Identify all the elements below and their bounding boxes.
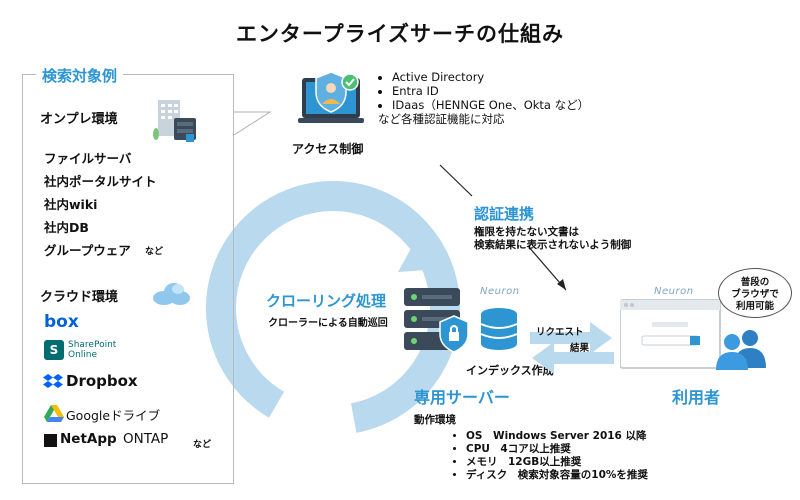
cloud-icon: [153, 283, 190, 305]
request-label: リクエスト: [536, 327, 584, 338]
req-cpu: CPU 4コア以上推奨: [466, 443, 648, 456]
auth-heading: 認証連携: [474, 205, 535, 223]
sharepoint-icon: S: [44, 340, 64, 360]
user-neuron-logo: Neuron: [654, 286, 694, 297]
crawl-description: クローラーによる自動巡回: [268, 318, 388, 329]
ontap-logo: ONTAP: [123, 431, 169, 447]
req-os: OS Windows Server 2016 以降: [466, 430, 648, 443]
access-methods: Active Directory Entra ID IDaas（HENNGE O…: [378, 70, 589, 126]
target-wiki: 社内wiki: [44, 197, 98, 212]
bubble-line-2: ブラウザで: [731, 289, 779, 300]
sharepoint-line-1: SharePoint: [68, 340, 117, 350]
system-requirements: 動作環境 OS Windows Server 2016 以降 CPU 4コア以上…: [414, 414, 648, 482]
users-icon: [716, 330, 766, 370]
browser-window-icon: [620, 299, 721, 369]
onprem-label: オンプレ環境: [40, 112, 118, 127]
auth-description: 権限を持たない文書は 検索結果に表示されないよう制御: [474, 226, 631, 252]
database-icon: [480, 308, 518, 350]
search-targets-panel: [22, 74, 234, 484]
access-control-label: アクセス制御: [292, 142, 364, 156]
box-logo: box: [44, 312, 79, 332]
target-db: 社内DB: [44, 220, 89, 235]
search-targets-heading: 検索対象例: [36, 65, 124, 86]
auth-desc-line-1: 権限を持たない文書は: [474, 226, 579, 238]
index-label: インデックス作成: [466, 364, 554, 377]
server-heading: 専用サーバー: [414, 388, 510, 407]
req-disk: ディスク 検索対象容量の10%を推奨: [466, 469, 648, 482]
netapp-icon: [44, 434, 57, 447]
bubble-line-1: 普段の: [740, 277, 770, 288]
user-heading: 利用者: [672, 388, 721, 407]
google-drive-logo: Googleドライブ: [66, 408, 161, 423]
building-server-icon: [153, 100, 196, 142]
server-rack-icon: [404, 288, 469, 353]
target-groupware: グループウェア: [44, 243, 131, 258]
cloud-etc: など: [193, 440, 212, 450]
sharepoint-line-2: Online: [68, 350, 98, 360]
auth-desc-line-2: 検索結果に表示されないよう制御: [474, 239, 632, 251]
cloud-label: クラウド環境: [40, 290, 119, 305]
netapp-logo: NetApp: [60, 431, 117, 447]
access-item-idaas: IDaas（HENNGE One、Okta など）: [392, 98, 589, 112]
access-item-ad: Active Directory: [392, 70, 589, 84]
google-drive-icon: [44, 405, 64, 422]
dropbox-logo: Dropbox: [66, 372, 138, 390]
sharepoint-logo: SharePoint Online: [68, 340, 116, 360]
access-item-entra: Entra ID: [392, 84, 589, 98]
dropbox-icon: [43, 374, 63, 388]
crawl-heading: クローリング処理: [266, 292, 387, 310]
browser-bubble: 普段の ブラウザで 利用可能: [718, 268, 792, 318]
target-portal-site: 社内ポータルサイト: [44, 174, 157, 189]
target-file-server: ファイルサーバ: [44, 151, 132, 166]
page-title: エンタープライズサーチの仕組み: [235, 22, 565, 46]
result-label: 結果: [570, 343, 590, 354]
access-note: など各種認証機能に対応: [378, 112, 505, 126]
requirements-heading: 動作環境: [414, 414, 456, 426]
bubble-line-3: 利用可能: [735, 301, 774, 312]
request-result-arrows: [530, 322, 614, 374]
onprem-etc: など: [145, 247, 164, 257]
access-control-icon: [298, 71, 364, 123]
req-memory: メモリ 12GB以上推奨: [466, 456, 648, 469]
server-neuron-logo: Neuron: [480, 286, 520, 297]
